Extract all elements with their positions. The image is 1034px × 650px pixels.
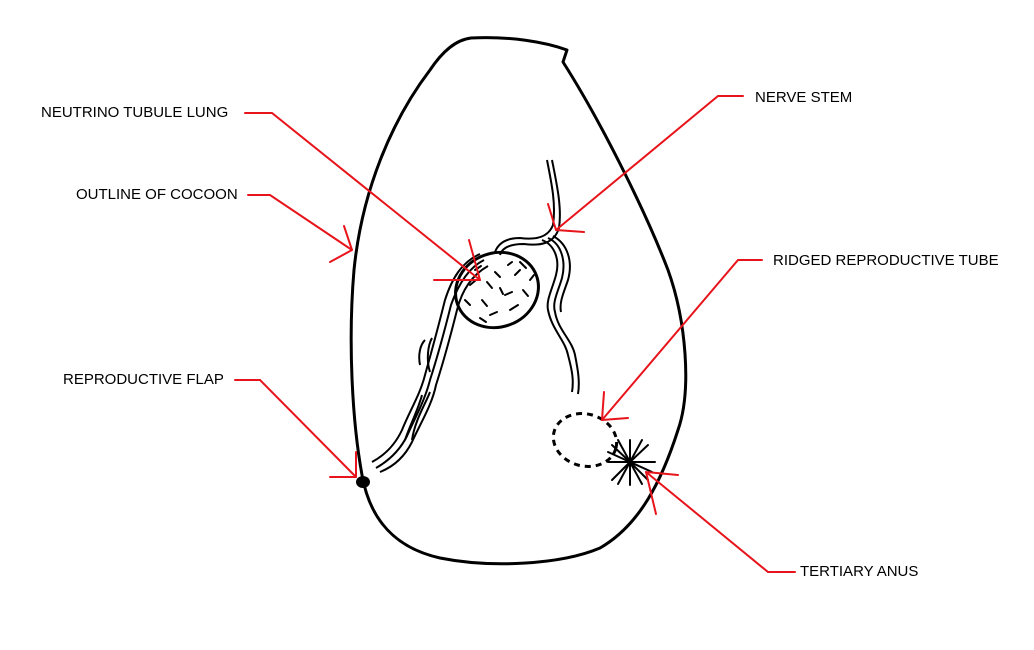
pointer-anus [645, 471, 796, 573]
nerve-stem-tubes [494, 159, 580, 395]
label-tertiary-anus: TERTIARY ANUS [800, 563, 919, 580]
reproductive-flap-blob [356, 476, 370, 488]
pointer-nerve [555, 95, 744, 231]
label-neutrino-tubule-lung: NEUTRINO TUBULE LUNG [41, 104, 229, 121]
ridged-tube-dotted [551, 412, 619, 468]
pointer-lines [234, 95, 796, 573]
lung-blob [454, 250, 540, 330]
pointer-cocoon [247, 194, 353, 251]
pointer-lung [244, 112, 481, 281]
anus-starburst [607, 439, 656, 486]
label-nerve-stem: NERVE STEM [755, 89, 853, 106]
label-outline-of-cocoon: OUTLINE OF COCOON [76, 186, 238, 203]
label-ridged-reproductive-tube: RIDGED REPRODUCTIVE TUBE [773, 252, 999, 269]
cocoon-outline [349, 36, 688, 566]
pointer-tube [601, 259, 763, 421]
label-reproductive-flap: REPRODUCTIVE FLAP [63, 371, 224, 388]
pointer-flap [234, 379, 357, 478]
left-tube-bundle [371, 253, 489, 473]
